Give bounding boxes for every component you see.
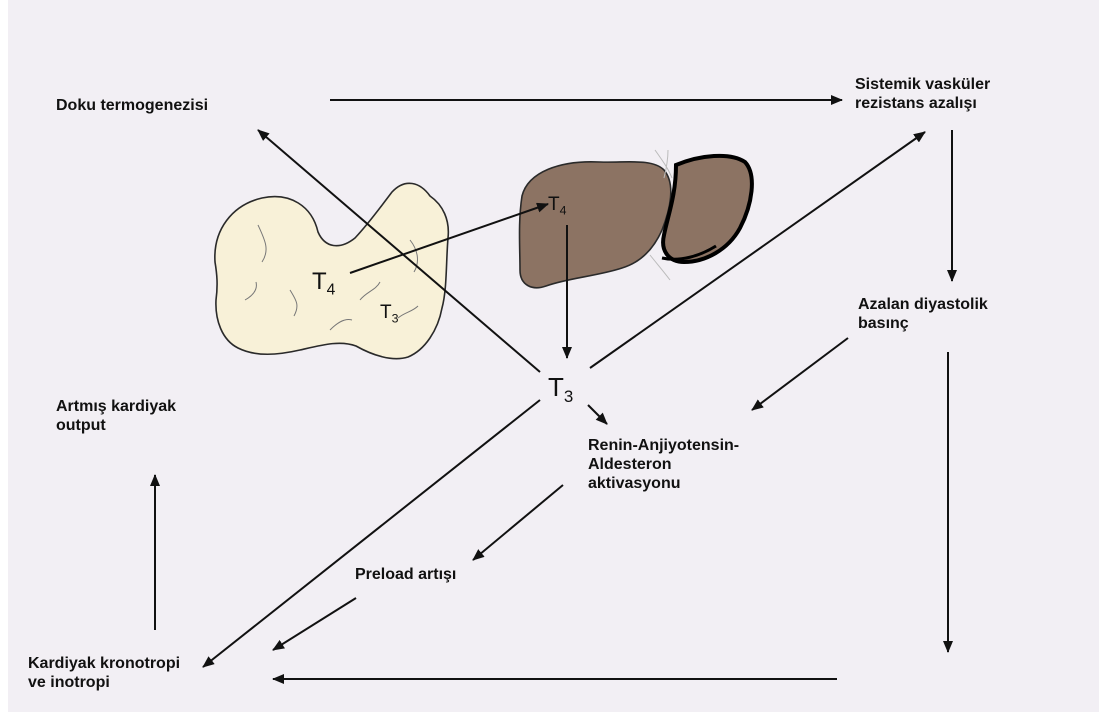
- center-t3-label: T3: [548, 372, 573, 407]
- label-kardiyak-kronotropi: Kardiyak kronotropi ve inotropi: [28, 654, 180, 692]
- label-renin-anjiyotensin: Renin-Anjiyotensin- Aldesteron aktivasyo…: [588, 436, 739, 493]
- liver-t4-label: T4: [548, 194, 566, 217]
- arrow-preload-to-kardiyak: [273, 598, 356, 650]
- liver: [520, 150, 752, 288]
- arrow-azalan-to-renin: [752, 338, 848, 410]
- label-sistemik-vaskuler: Sistemik vasküler rezistans azalışı: [855, 75, 990, 113]
- thyroid-t4-label: T4: [312, 268, 335, 299]
- arrow-t3-to-kardiyak: [203, 400, 540, 667]
- arrow-renin-to-preload: [473, 485, 563, 560]
- arrow-t3-to-renin: [588, 405, 607, 424]
- label-preload: Preload artışı: [355, 565, 456, 584]
- thyroid-t3-label: T3: [380, 302, 398, 325]
- label-artmis-kardiyak: Artmış kardiyak output: [56, 397, 176, 435]
- label-azalan-diyastolik: Azalan diyastolik basınç: [858, 295, 988, 333]
- label-doku-termogenezisi: Doku termogenezisi: [56, 96, 208, 115]
